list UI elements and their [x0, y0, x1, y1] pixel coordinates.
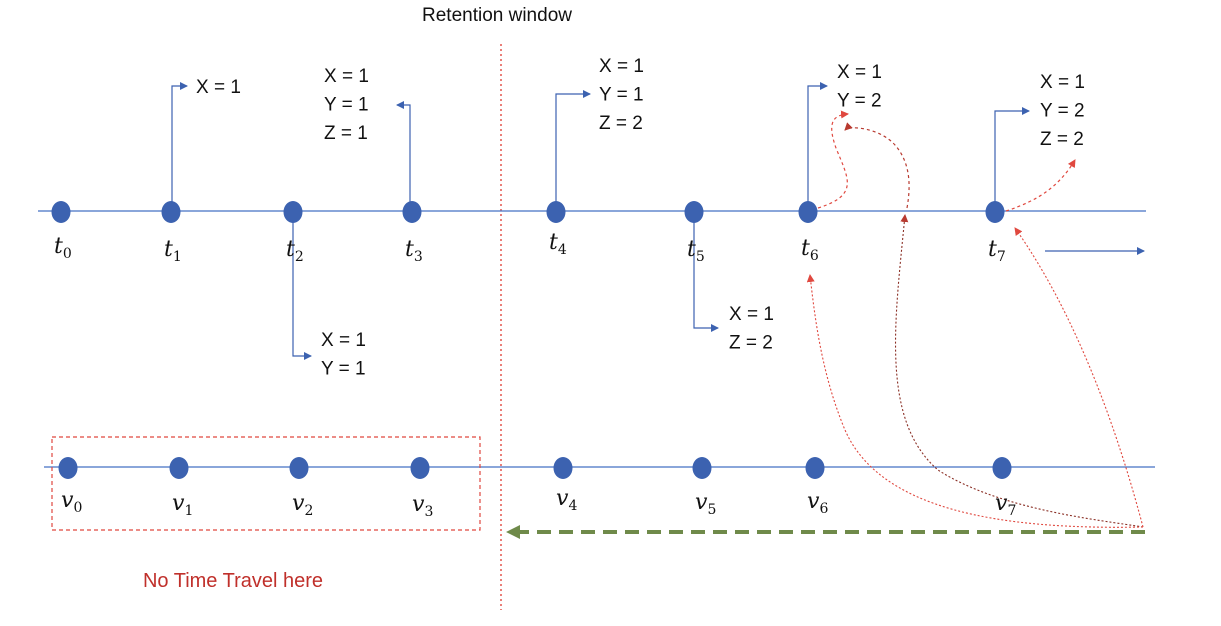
version-label: v3: [412, 492, 433, 520]
version-dot: [553, 457, 573, 479]
state-block-t4: X = 1 Y = 1 Z = 2: [599, 56, 644, 134]
version-dot: [805, 457, 825, 479]
state-block-t2: X = 1 Y = 1: [321, 330, 366, 380]
state-block-t5: X = 1 Z = 2: [729, 304, 774, 354]
timestamp-dot: [402, 201, 422, 223]
version-dots: [58, 457, 1012, 479]
version-label: v2: [292, 491, 313, 519]
state-annotations: X = 1 X = 1 Y = 1 X = 1 Y = 1 Z = 1 X = 1 Y = 1…: [196, 56, 1085, 380]
state-line: X = 1: [196, 77, 241, 98]
timestamp-label: t5: [687, 237, 705, 265]
diagram-title: Retention window: [422, 5, 572, 26]
state-line: X = 1: [729, 304, 774, 325]
version-labels: v0 v1 v2 v3 v4 v5 v6 v7: [61, 486, 1016, 520]
no-time-travel-label: No Time Travel here: [143, 570, 323, 592]
timestamp-label: t7: [988, 237, 1006, 265]
timestamp-dot: [798, 201, 818, 223]
version-label: v0: [61, 488, 82, 516]
state-line: Z = 1: [324, 123, 368, 144]
state-line: X = 1: [321, 330, 366, 351]
t6-state-arrow: [817, 110, 849, 209]
timestamp-dots: [51, 201, 1005, 223]
timestamp-dot: [283, 201, 303, 223]
state-line: Z = 2: [729, 333, 773, 354]
state-line: Y = 1: [324, 95, 369, 116]
version-label: v7: [995, 491, 1016, 519]
version-dot: [169, 457, 189, 479]
timestamp-label: t6: [801, 236, 819, 264]
state-connector-t6: [807, 82, 828, 211]
version-dot: [58, 457, 78, 479]
state-connector-t1: [171, 82, 188, 211]
version-dot: [410, 457, 430, 479]
state-connector-t2: [292, 211, 312, 360]
timestamp-dot: [684, 201, 704, 223]
timestamp-dot: [546, 201, 566, 223]
state-line: X = 1: [324, 66, 369, 87]
green-arrow-head: [506, 525, 520, 539]
state-line: Z = 2: [1040, 129, 1084, 150]
state-line: Y = 1: [321, 359, 366, 380]
state-block-t1: X = 1: [196, 77, 241, 98]
timestamp-label: t3: [405, 237, 423, 265]
query-path-to-t7: [1014, 227, 1144, 528]
version-label: v4: [556, 486, 577, 514]
state-line: Z = 2: [599, 113, 643, 134]
query-path-to-between-t6-t7: [894, 214, 1144, 528]
query-path-to-t6: [806, 274, 1144, 528]
state-line: X = 1: [1040, 72, 1085, 93]
state-line: X = 1: [837, 62, 882, 83]
timestamp-label: t2: [286, 237, 304, 265]
timestamp-label: t1: [164, 237, 182, 265]
version-dot: [289, 457, 309, 479]
version-label: v6: [807, 489, 828, 517]
timestamp-label: t4: [549, 230, 567, 258]
query-resolves-to-t6-state: [844, 122, 910, 209]
version-label: v1: [172, 491, 193, 519]
state-block-t6: X = 1 Y = 2: [837, 62, 882, 112]
t7-state-arrow: [1005, 159, 1076, 212]
state-line: Y = 2: [1040, 101, 1085, 122]
state-connector-t5: [693, 211, 719, 332]
timestamp-dot: [161, 201, 181, 223]
version-label: v5: [695, 490, 716, 518]
state-line: Y = 2: [837, 91, 882, 112]
timestamp-dot: [51, 201, 71, 223]
state-line: X = 1: [599, 56, 644, 77]
expired-versions-box: [51, 436, 481, 531]
state-line: Y = 1: [599, 85, 644, 106]
timestamp-dot: [985, 201, 1005, 223]
version-dot: [692, 457, 712, 479]
state-connector-t4: [555, 90, 591, 211]
state-connector-t7: [994, 107, 1030, 211]
state-block-t7: X = 1 Y = 2 Z = 2: [1040, 72, 1085, 150]
version-dot: [992, 457, 1012, 479]
timestamp-labels: t0 t1 t2 t3 t4 t5 t6 t7: [54, 230, 1006, 265]
state-block-t3: X = 1 Y = 1 Z = 1: [324, 66, 369, 144]
state-connector-t3: [396, 101, 411, 211]
timestamp-label: t0: [54, 234, 72, 262]
